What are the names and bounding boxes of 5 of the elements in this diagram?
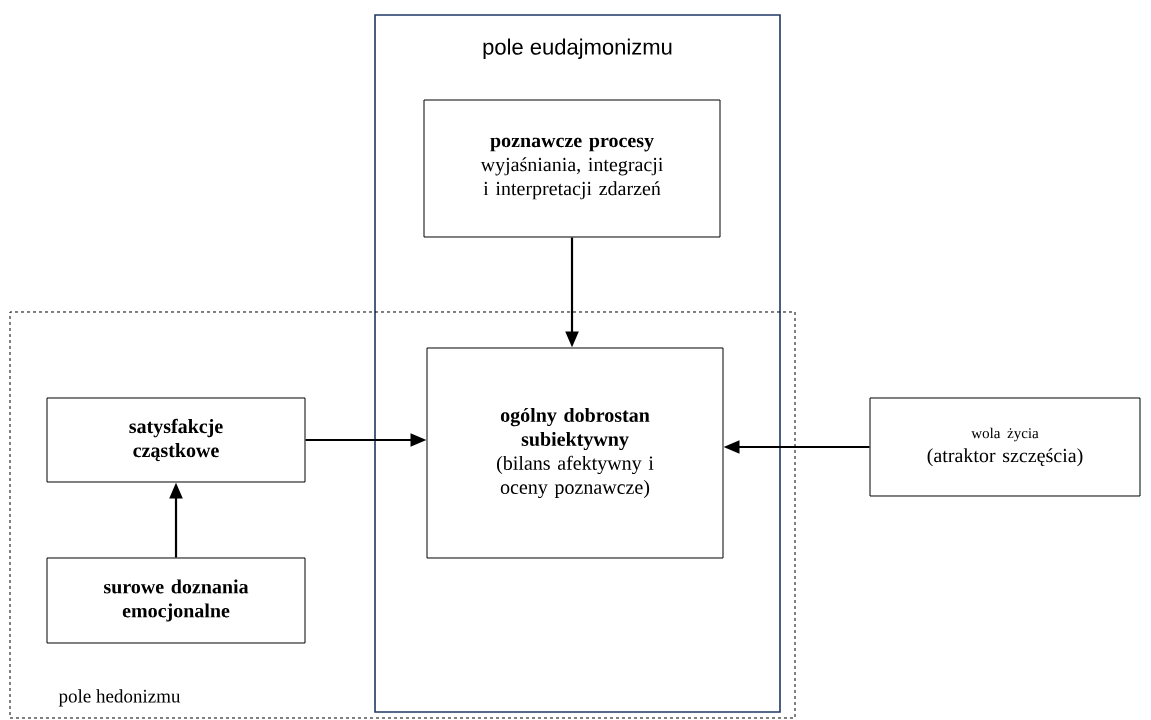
text-box: poznawcze procesy wyjaśniania, integracji i interpretacji zdarzeń [423, 99, 721, 238]
text-box: ogólny dobrostan subiektywny (bilans afektywny i oceny poznawcze) [426, 347, 724, 559]
text-box: surowe doznania emocjonalne [46, 557, 306, 644]
text-box: satysfakcje cząstkowe [46, 397, 306, 483]
text-box: wola życia (atraktor szczęścia) [869, 397, 1141, 497]
